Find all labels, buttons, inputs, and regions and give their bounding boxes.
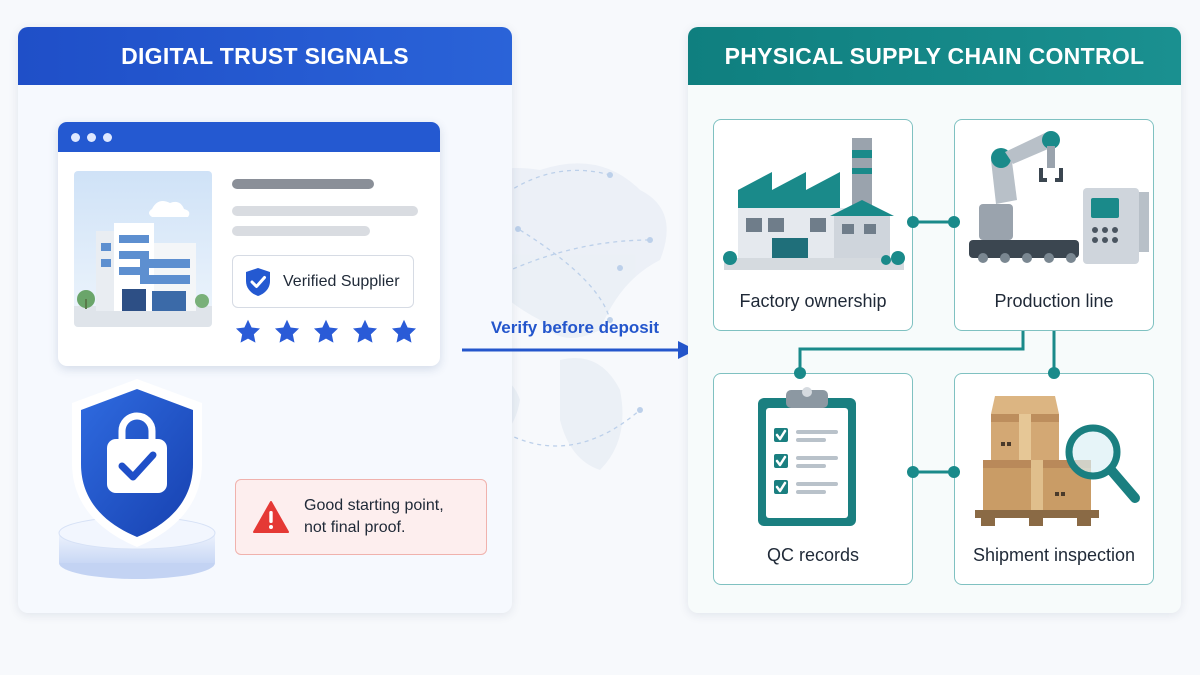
card-shipment-inspection: Shipment inspection bbox=[954, 373, 1154, 585]
factory-icon bbox=[723, 138, 905, 270]
star-icon bbox=[313, 319, 339, 343]
star-icon bbox=[274, 319, 300, 343]
text-placeholder-bar bbox=[232, 206, 418, 216]
card-factory-ownership: Factory ownership bbox=[713, 119, 913, 331]
card-label: Production line bbox=[994, 291, 1114, 311]
window-dot-icon bbox=[87, 132, 96, 142]
star-icon bbox=[235, 319, 261, 343]
rating-stars bbox=[234, 318, 418, 346]
right-arrow-icon bbox=[462, 341, 696, 359]
card-label: Shipment inspection bbox=[972, 545, 1136, 565]
verified-supplier-label: Verified Supplier bbox=[283, 272, 400, 290]
office-building-icon bbox=[74, 171, 212, 327]
title-placeholder-bar bbox=[232, 179, 374, 189]
card-production-line: Production line bbox=[954, 119, 1154, 331]
warning-line-1: Good starting point, bbox=[304, 497, 444, 514]
arrow-label: Verify before deposit bbox=[490, 318, 660, 337]
window-dot-icon bbox=[71, 132, 80, 142]
shield-check-icon bbox=[246, 267, 270, 296]
panel-title: DIGITAL TRUST SIGNALS bbox=[18, 27, 512, 85]
star-icon bbox=[352, 319, 378, 343]
warning-line-2: not final proof. bbox=[304, 519, 406, 536]
digital-trust-panel: DIGITAL TRUST SIGNALS bbox=[18, 27, 512, 613]
clipboard-checklist-icon bbox=[758, 387, 856, 526]
physical-supply-chain-panel: PHYSICAL SUPPLY CHAIN CONTROL Factory ow… bbox=[688, 27, 1181, 613]
window-dot-icon bbox=[103, 132, 112, 142]
browser-title-bar bbox=[58, 122, 440, 152]
warning-note: Good starting point, not final proof. bbox=[235, 479, 487, 555]
verified-supplier-badge: Verified Supplier bbox=[232, 255, 414, 308]
card-label: QC records bbox=[766, 545, 860, 565]
star-icon bbox=[391, 319, 417, 343]
boxes-magnifier-icon bbox=[975, 396, 1140, 526]
panel-title: PHYSICAL SUPPLY CHAIN CONTROL bbox=[688, 27, 1181, 85]
card-qc-records: QC records bbox=[713, 373, 913, 585]
warning-triangle-icon bbox=[253, 501, 289, 533]
browser-mockup: Verified Supplier bbox=[58, 122, 440, 366]
warning-text: Good starting point, not final proof. bbox=[304, 495, 444, 539]
text-placeholder-bar bbox=[232, 226, 370, 236]
shield-lock-icon bbox=[58, 379, 216, 579]
card-label: Factory ownership bbox=[739, 291, 887, 311]
robot-arm-icon bbox=[969, 131, 1149, 264]
